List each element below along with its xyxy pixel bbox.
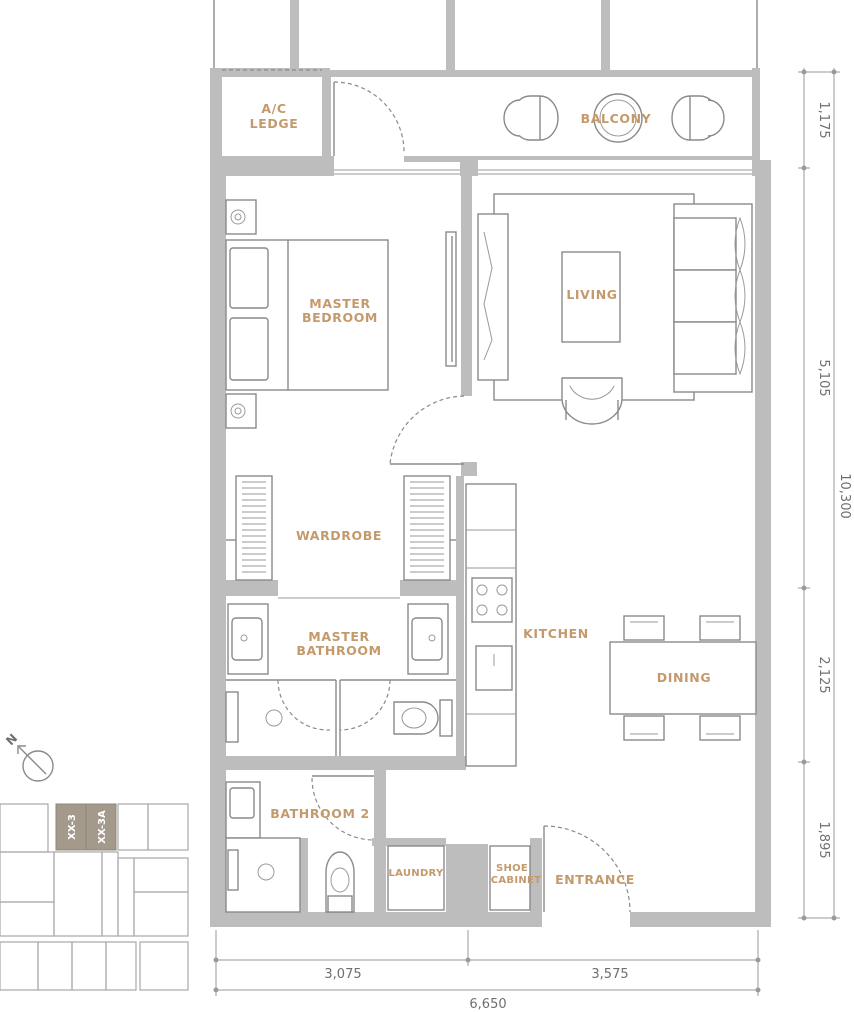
dimensions-bottom: 3,075 3,575 6,650 bbox=[213, 930, 761, 1012]
label-shoe-cabinet: SHOE bbox=[496, 863, 528, 874]
room-labels: A/C LEDGE BALCONY MASTER BEDROOM LIVING … bbox=[250, 101, 711, 887]
label-ac-ledge: A/C bbox=[261, 101, 286, 116]
dim-bottom-1: 3,075 bbox=[324, 967, 361, 982]
label-bathroom-2: BATHROOM 2 bbox=[270, 806, 370, 821]
key-plan: XX-3 XX-3A bbox=[0, 803, 189, 991]
bathroom2-fixtures bbox=[225, 775, 631, 913]
dim-total-width: 6,650 bbox=[469, 997, 506, 1012]
label-balcony: BALCONY bbox=[581, 111, 652, 126]
walls bbox=[210, 68, 771, 927]
label-laundry: LAUNDRY bbox=[388, 868, 444, 879]
key-unit-xx-3 bbox=[55, 803, 87, 851]
label-kitchen: KITCHEN bbox=[523, 626, 589, 641]
label-shoe-cabinet-line2: CABINET bbox=[491, 875, 542, 886]
master-bathroom-fixtures bbox=[225, 603, 453, 743]
label-master-bedroom-line2: BEDROOM bbox=[302, 310, 378, 325]
dim-right-1: 1,175 bbox=[816, 101, 831, 138]
label-master-bedroom: MASTER bbox=[309, 296, 370, 311]
dining-furniture bbox=[609, 615, 757, 741]
key-label-xx-3: XX-3 bbox=[67, 814, 78, 840]
key-label-xx-3a: XX-3A bbox=[97, 810, 108, 844]
living-furniture bbox=[477, 193, 753, 425]
balcony-railing bbox=[213, 0, 758, 76]
balcony-area bbox=[222, 69, 725, 156]
north-compass-icon: N bbox=[3, 731, 54, 782]
label-entrance: ENTRANCE bbox=[555, 872, 635, 887]
key-unit-xx-3a bbox=[85, 803, 117, 851]
kitchen-fixtures bbox=[465, 483, 517, 767]
dim-bottom-2: 3,575 bbox=[591, 967, 628, 982]
dim-total-height: 10,300 bbox=[837, 473, 852, 519]
master-bedroom-furniture bbox=[225, 199, 465, 465]
label-ac-ledge-line2: LEDGE bbox=[250, 116, 299, 131]
label-dining: DINING bbox=[657, 670, 711, 685]
dim-right-4: 1,895 bbox=[816, 821, 831, 858]
dimensions-right: 1,175 5,105 2,125 1,895 10,300 bbox=[798, 68, 852, 921]
dim-right-3: 2,125 bbox=[816, 656, 831, 693]
wardrobes bbox=[226, 475, 456, 581]
label-master-bathroom-line2: BATHROOM bbox=[296, 643, 381, 658]
dim-right-2: 5,105 bbox=[816, 359, 831, 396]
label-wardrobe: WARDROBE bbox=[296, 528, 382, 543]
label-master-bathroom: MASTER bbox=[308, 629, 369, 644]
label-living: LIVING bbox=[566, 287, 617, 302]
